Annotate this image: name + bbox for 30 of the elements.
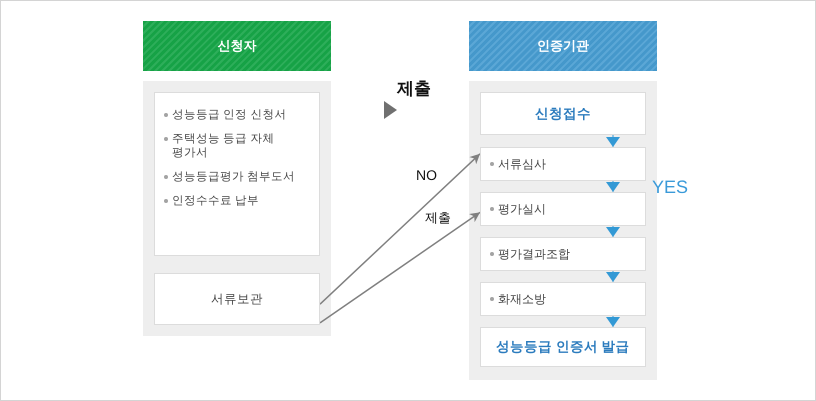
triangle-arrow: [606, 270, 620, 282]
panel: [143, 81, 331, 336]
triangle-arrow: [606, 134, 620, 148]
arrow: [319, 153, 481, 305]
edge-label: NO: [416, 167, 437, 183]
step-text: 서류심사: [498, 157, 546, 171]
heading-label: 제출: [397, 79, 431, 99]
process-box: 성능등급 인증서 발급: [480, 327, 646, 367]
header-band: 인증기관: [469, 21, 657, 71]
flow-label: YES: [652, 177, 688, 198]
triangle-arrow: [606, 226, 620, 238]
triangle-arrow: [606, 180, 620, 192]
arrow: [320, 212, 480, 324]
edge-label: 제출: [425, 210, 451, 225]
process-box: 신청접수: [480, 92, 646, 135]
document-box: [154, 92, 320, 256]
list-item: 성능등급평가 첨부도서: [172, 170, 296, 184]
process-box: [480, 192, 646, 226]
process-box: 서류보관: [154, 273, 320, 325]
header-band: 신청자: [143, 21, 331, 71]
step-text: 평가실시: [498, 202, 546, 216]
list-item: 인정수수료 납부: [172, 194, 260, 208]
step-text: 화재소방: [498, 292, 546, 306]
process-box: [480, 237, 646, 271]
triangle-arrow: [606, 316, 620, 328]
list-item: 성능등급 인정 신청서: [172, 108, 286, 122]
process-box: [480, 282, 646, 316]
process-box: [480, 147, 646, 181]
list-item: 주택성능 등급 자체 평가서: [172, 132, 276, 160]
step-text: 평가결과조합: [498, 247, 570, 261]
